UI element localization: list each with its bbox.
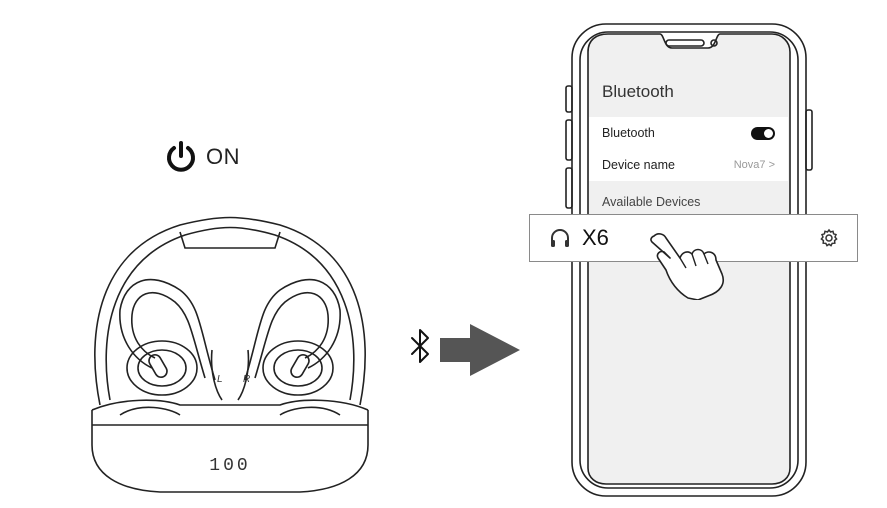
power-on-label-group: ON: [164, 140, 240, 174]
bluetooth-pair-arrow: [411, 324, 520, 376]
screen-title: Bluetooth: [602, 82, 674, 101]
gear-icon[interactable]: [819, 228, 839, 248]
case-battery-display: 100: [209, 456, 250, 476]
available-devices-label: Available Devices: [602, 195, 701, 209]
earbuds-case-illustration: L R 100: [91, 216, 369, 493]
case-lid-inner: [105, 226, 355, 401]
bluetooth-icon: [411, 329, 429, 363]
earbud-left-label: L: [217, 374, 223, 385]
device-name-value: Nova7 >: [733, 159, 775, 171]
tapping-hand-icon: [650, 233, 724, 300]
device-name-text: X6: [582, 225, 609, 250]
device-name-row[interactable]: Device name Nova7 >: [589, 149, 788, 181]
bluetooth-toggle-row[interactable]: Bluetooth: [589, 117, 788, 149]
phone-power-button: [805, 109, 813, 171]
left-earbud-hook: [119, 278, 216, 381]
case-lid-outline: [94, 216, 366, 406]
right-earbud-hook: [244, 278, 341, 381]
right-earbud: [262, 340, 334, 396]
case-lid-notch: [179, 231, 281, 249]
phone-side-button-2: [565, 119, 573, 161]
left-earbud: [126, 340, 198, 396]
phone-camera: [710, 39, 718, 47]
arrow-right-icon: [440, 324, 520, 376]
headset-icon: [551, 229, 569, 247]
phone-side-button-1: [565, 85, 573, 113]
bluetooth-row-label: Bluetooth: [602, 126, 655, 140]
power-on-text: ON: [206, 144, 240, 169]
earbud-right-label: R: [243, 374, 250, 385]
power-icon: [167, 141, 195, 172]
device-name-label: Device name: [602, 158, 675, 172]
phone-speaker: [665, 39, 705, 47]
phone-side-button-3: [565, 167, 573, 209]
bluetooth-toggle[interactable]: [751, 126, 775, 140]
case-base-outline: [91, 410, 369, 493]
